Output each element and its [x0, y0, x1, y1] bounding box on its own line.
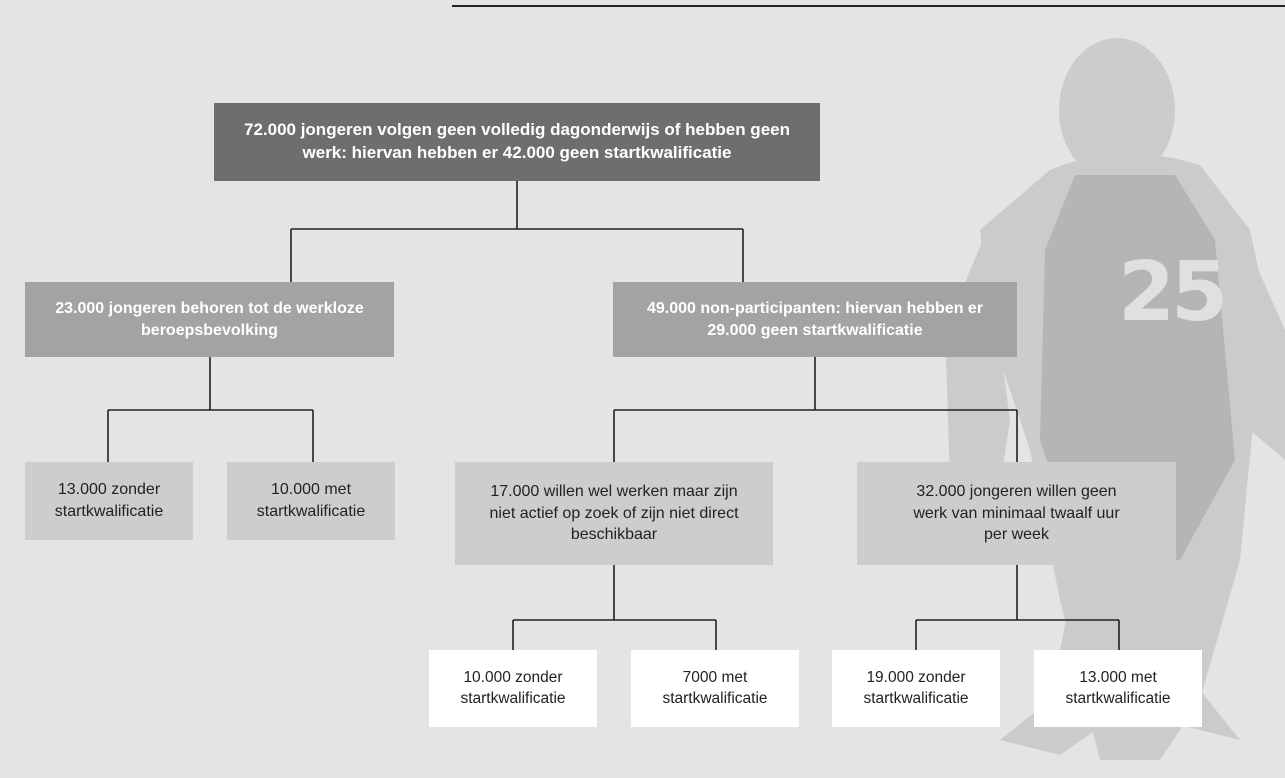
no-work-with-node: 13.000 met startkwalificatie [1034, 650, 1202, 727]
want-work-with-node-text: 7000 met startkwalificatie [662, 668, 768, 707]
unemployed-without-node: 13.000 zonder startkwalificatie [25, 462, 193, 540]
want-work-node: 17.000 willen wel werken maar zijn niet … [455, 462, 773, 565]
no-work-node: 32.000 jongeren willen geen werk van min… [857, 462, 1176, 565]
want-work-with-node: 7000 met startkwalificatie [631, 650, 799, 727]
unemployed-without-node-text: 13.000 zonder startkwalificatie [54, 481, 164, 520]
non-participants-node: 49.000 non-participanten: hiervan hebben… [613, 282, 1017, 357]
want-work-node-text: 17.000 willen wel werken maar zijn niet … [489, 483, 739, 544]
no-work-without-node-text: 19.000 zonder startkwalificatie [863, 668, 969, 707]
root-node: 72.000 jongeren volgen geen volledig dag… [214, 103, 820, 181]
non-participants-node-text: 49.000 non-participanten: hiervan hebben… [646, 299, 984, 339]
want-work-without-node-text: 10.000 zonder startkwalificatie [460, 668, 566, 707]
top-rule [452, 5, 1285, 7]
svg-text:25: 25 [1118, 245, 1224, 340]
unemployed-node: 23.000 jongeren behoren tot de werkloze … [25, 282, 394, 357]
no-work-with-node-text: 13.000 met startkwalificatie [1065, 668, 1171, 707]
want-work-without-node: 10.000 zonder startkwalificatie [429, 650, 597, 727]
no-work-node-text: 32.000 jongeren willen geen werk van min… [913, 483, 1120, 544]
unemployed-node-text: 23.000 jongeren behoren tot de werkloze … [55, 299, 364, 339]
root-node-text: 72.000 jongeren volgen geen volledig dag… [243, 120, 790, 162]
unemployed-with-node-text: 10.000 met startkwalificatie [256, 481, 366, 520]
no-work-without-node: 19.000 zonder startkwalificatie [832, 650, 1000, 727]
unemployed-with-node: 10.000 met startkwalificatie [227, 462, 395, 540]
